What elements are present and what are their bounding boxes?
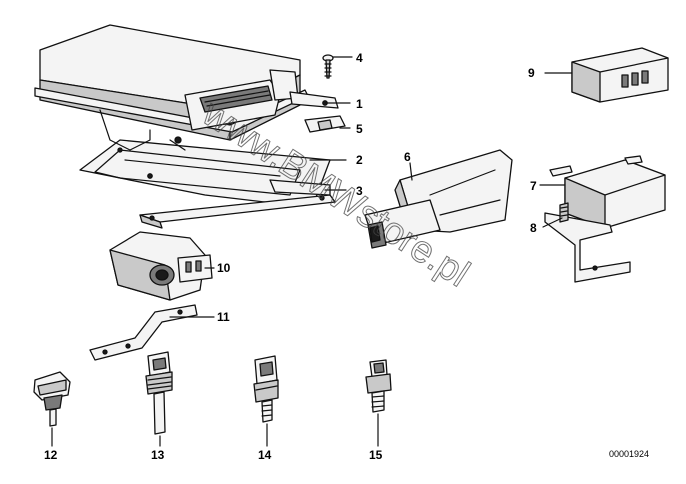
part-label-9: 9 (528, 66, 535, 80)
temperature-sender (145, 351, 173, 435)
part-label-15: 15 (369, 448, 383, 462)
leader-lines (51, 56, 573, 447)
rail-bracket (139, 179, 336, 229)
part-label-8: 8 (530, 221, 537, 235)
temperature-switch (33, 371, 71, 427)
part-label-13: 13 (151, 448, 165, 462)
oil-temperature-switch (365, 359, 392, 413)
diagram-code: 00001924 (609, 449, 649, 459)
mounting-tab (289, 91, 339, 109)
sensor-bracket (89, 304, 198, 361)
part-label-5: 5 (356, 122, 363, 136)
sensor-unit (109, 231, 213, 301)
part-label-3: 3 (356, 184, 363, 198)
part-labels: 4 1 5 2 3 6 9 7 8 10 11 12 13 14 15 (44, 51, 537, 462)
oil-pressure-sender (253, 355, 279, 423)
part-label-12: 12 (44, 448, 58, 462)
module-housing (364, 149, 513, 249)
part-label-1: 1 (356, 97, 363, 111)
part-label-11: 11 (217, 310, 230, 324)
clip (304, 115, 346, 133)
part-label-7: 7 (530, 179, 537, 193)
part-label-14: 14 (258, 448, 272, 462)
relay-box (549, 155, 666, 229)
control-unit (34, 24, 309, 151)
relay-box-small (571, 47, 669, 103)
part-label-4: 4 (356, 51, 363, 65)
part-label-2: 2 (356, 153, 363, 167)
relay-bracket (544, 202, 631, 283)
bracket-plate (79, 139, 331, 206)
screw (322, 54, 334, 79)
part-label-6: 6 (404, 150, 411, 164)
part-label-10: 10 (217, 261, 231, 275)
